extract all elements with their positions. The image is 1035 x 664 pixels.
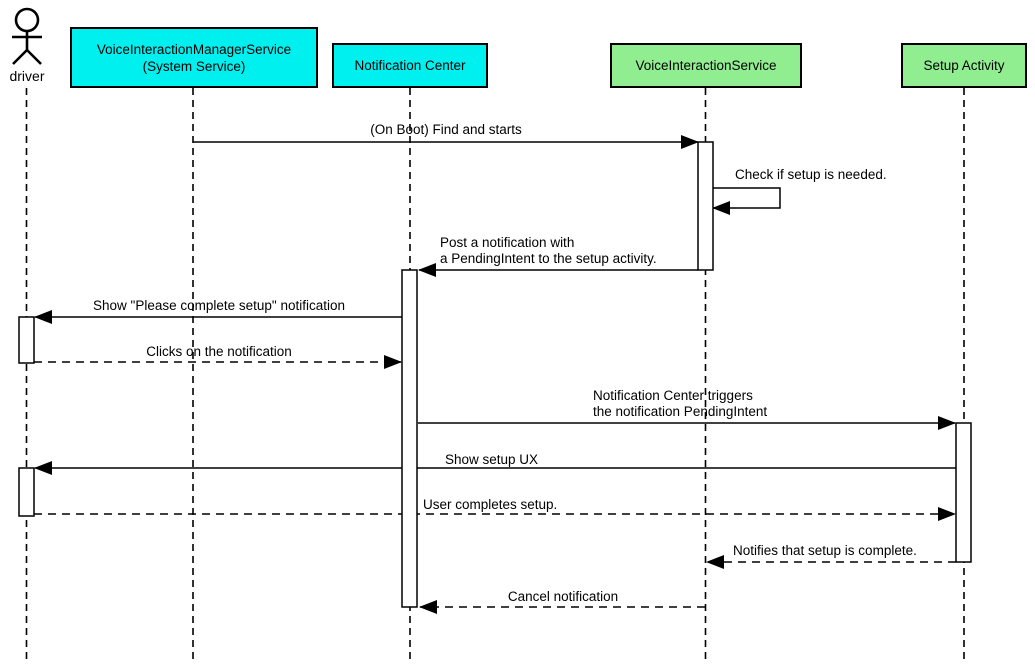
message-label-cancel-notification: Cancel notification [507, 589, 619, 604]
participant-label: VoiceInteractionService [635, 58, 777, 73]
participant-label: VoiceInteractionManagerService (System S… [96, 41, 292, 74]
message-label-post-a-notification: Post a notification with a PendingIntent… [440, 235, 657, 266]
activation-notification-center [401, 269, 418, 608]
message-label-notification-center-triggers-pendingintent: Notification Center triggers the notific… [593, 388, 768, 419]
actor-head [14, 7, 40, 33]
message-label-user-completes-setup: User completes setup. [423, 497, 558, 512]
activation-setup-activity [955, 422, 972, 563]
actor-leg-right [26, 49, 42, 65]
actor-leg-left [12, 49, 28, 65]
participant-box-voice-interaction-manager-service: VoiceInteractionManagerService (System S… [70, 27, 318, 88]
participant-box-voice-interaction-service: VoiceInteractionService [610, 43, 802, 88]
participant-label: Setup Activity [923, 58, 1005, 73]
participant-box-setup-activity: Setup Activity [901, 43, 1027, 88]
message-label-on-boot-find-and-starts: (On Boot) Find and starts [370, 122, 522, 137]
message-label-show-setup-ux: Show setup UX [445, 452, 539, 467]
actor-figure [12, 7, 42, 65]
activation-voice-interaction-service [697, 141, 714, 271]
activation-driver-1 [18, 316, 35, 364]
arrow-check-if-setup-is-needed [712, 187, 781, 215]
actor-label: driver [9, 68, 45, 84]
participant-label: Notification Center [354, 58, 466, 73]
message-label-clicks-on-the-notification: Clicks on the notification [146, 344, 292, 359]
message-label-notifies-that-setup-is-complete: Notifies that setup is complete. [733, 543, 917, 558]
message-label-show-please-complete-setup-notification: Show "Please complete setup" notificatio… [93, 298, 345, 313]
message-label-check-if-setup-is-needed: Check if setup is needed. [735, 167, 887, 182]
activation-driver-2 [18, 467, 35, 517]
participant-box-notification-center: Notification Center [332, 43, 488, 88]
